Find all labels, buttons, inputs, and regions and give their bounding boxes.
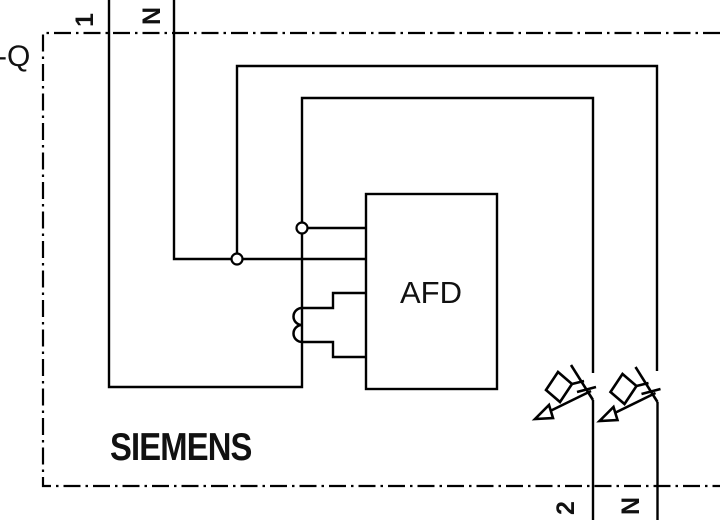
current-sensor-coil-icon	[292, 306, 303, 344]
wire-coil-lead-lower	[302, 340, 366, 359]
brand-logo: SIEMENS	[110, 424, 252, 468]
breaker-pole-n	[598, 365, 662, 423]
connection-node-icon	[295, 221, 309, 235]
terminal-label-top-n: N	[138, 7, 166, 25]
terminal-label-bottom-n: N	[617, 497, 645, 515]
wire-coil-lead-upper	[302, 291, 366, 310]
wire-neutral-in	[172, 0, 366, 261]
afd-device-box	[364, 192, 499, 391]
terminal-label-bottom-2: 2	[552, 501, 580, 515]
wire-phase-path	[107, 0, 595, 389]
reference-label: -Q	[0, 40, 30, 73]
wire-neutral-loop	[235, 64, 659, 371]
breaker-pole-1	[533, 363, 598, 421]
enclosure-border	[41, 31, 720, 488]
terminal-label-top-1: 1	[71, 13, 99, 27]
device-label: AFD	[400, 275, 462, 310]
connection-node-icon	[230, 252, 244, 266]
